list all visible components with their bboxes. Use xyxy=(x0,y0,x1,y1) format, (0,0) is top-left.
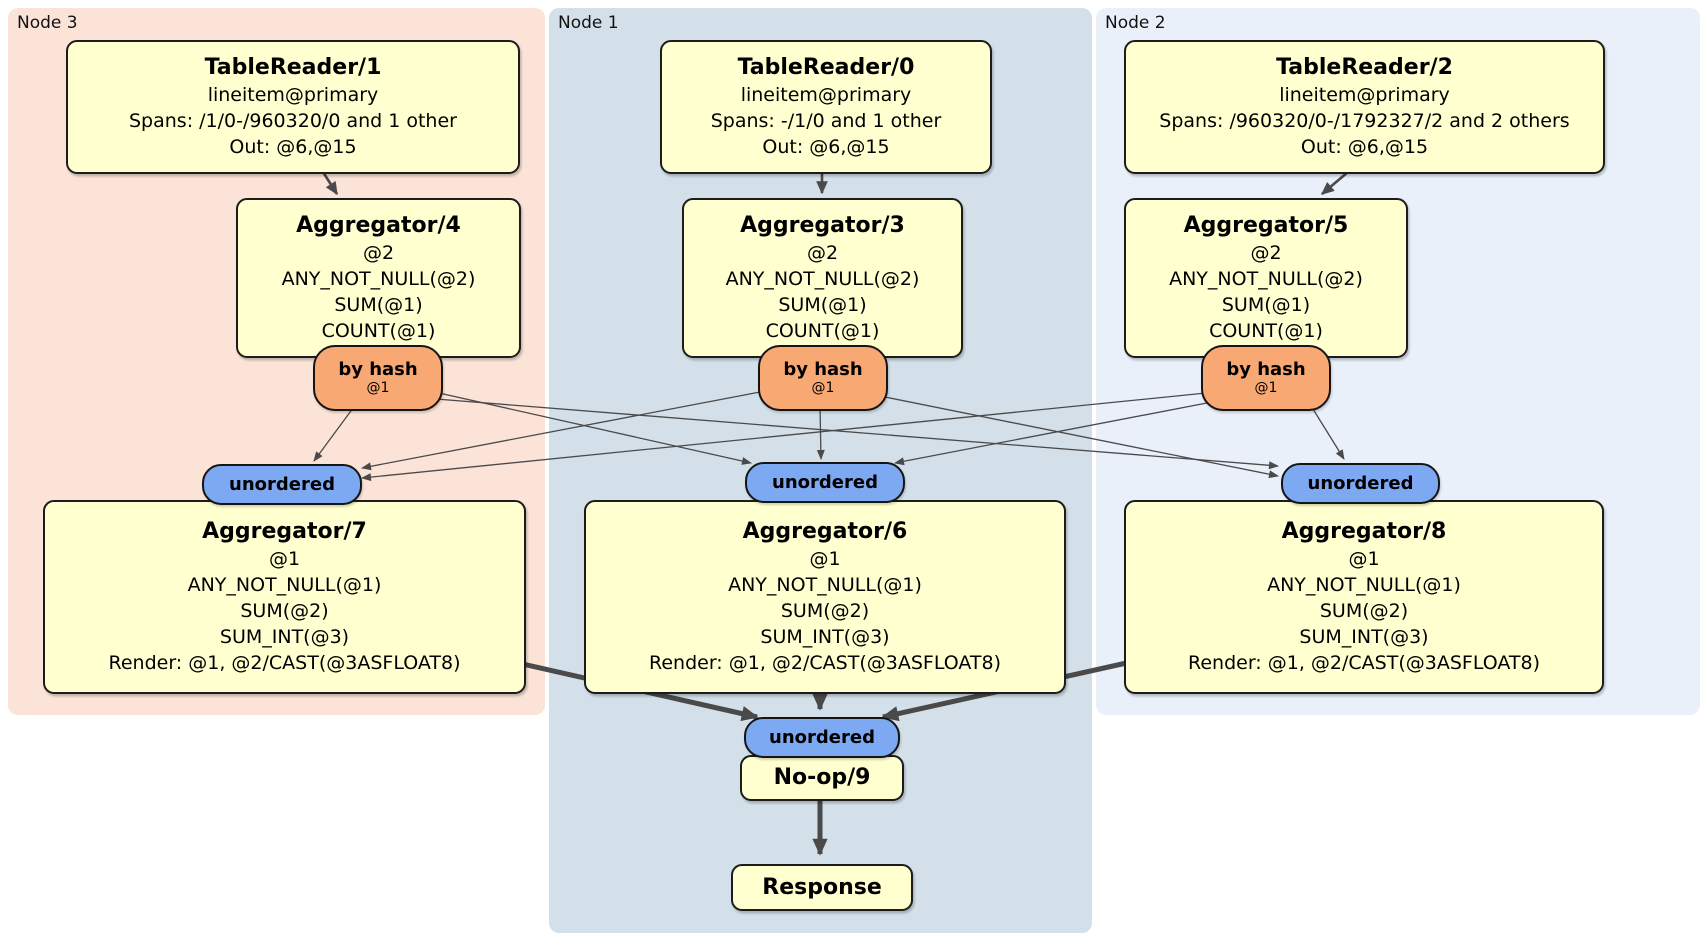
box-title: Response xyxy=(762,874,882,900)
box-line: Out: @6,@15 xyxy=(762,136,890,158)
node-region-label-1: Node 1 xyxy=(558,13,619,33)
edge-hash2-u1 xyxy=(894,401,1213,466)
box-title: Aggregator/4 xyxy=(296,213,461,238)
node-region-label-2: Node 2 xyxy=(1105,13,1166,33)
box-line: @1 xyxy=(268,548,301,570)
edge-tr1-agg4 xyxy=(321,171,339,196)
box-line: ANY_NOT_NULL(@2) xyxy=(281,268,476,290)
badge-by-hash-node2: by hash @1 xyxy=(1201,345,1331,411)
box-title: Aggregator/3 xyxy=(740,213,905,238)
edge-tr2-agg5 xyxy=(1321,171,1349,195)
box-aggregator-8: Aggregator/8 @1 ANY_NOT_NULL(@1) SUM(@2)… xyxy=(1124,500,1604,694)
box-title: Aggregator/7 xyxy=(202,519,367,544)
edge-hash1-u2 xyxy=(879,395,1279,479)
box-aggregator-7: Aggregator/7 @1 ANY_NOT_NULL(@1) SUM(@2)… xyxy=(43,500,526,694)
box-tablereader-1: TableReader/1 lineitem@primary Spans: /1… xyxy=(66,40,520,174)
edge-hash1-u3 xyxy=(361,391,761,471)
edge-hash3-u3 xyxy=(313,403,357,462)
edge-hash1-u1 xyxy=(816,405,825,460)
box-noop-9: No-op/9 xyxy=(740,755,904,801)
box-line: lineitem@primary xyxy=(207,84,379,106)
edge-hash2-u3 xyxy=(361,392,1207,482)
box-line: Spans: /960320/0-/1792327/2 and 2 others xyxy=(1159,110,1570,132)
box-line: SUM(@1) xyxy=(334,294,423,316)
box-line: @2 xyxy=(1250,242,1282,264)
box-line: ANY_NOT_NULL(@1) xyxy=(187,574,382,596)
box-line: Render: @1, @2/CAST(@3ASFLOAT8) xyxy=(1188,652,1540,674)
box-tablereader-2: TableReader/2 lineitem@primary Spans: /9… xyxy=(1124,40,1605,174)
box-title: Aggregator/6 xyxy=(742,519,908,544)
box-line: @2 xyxy=(806,242,839,264)
badge-label: by hash xyxy=(338,359,418,380)
box-line: Render: @1, @2/CAST(@3ASFLOAT8) xyxy=(108,652,461,674)
badge-label: unordered xyxy=(1307,473,1414,494)
badge-label: unordered xyxy=(772,472,878,493)
box-line: SUM(@1) xyxy=(778,294,867,316)
box-line: SUM(@2) xyxy=(780,600,870,622)
box-line: COUNT(@1) xyxy=(765,320,880,342)
box-line: @1 xyxy=(1348,548,1380,570)
box-line: ANY_NOT_NULL(@1) xyxy=(1267,574,1461,596)
box-line: COUNT(@1) xyxy=(1209,320,1323,342)
box-line: lineitem@primary xyxy=(740,84,912,106)
box-line: @1 xyxy=(809,548,841,570)
badge-label: by hash xyxy=(783,359,863,380)
box-line: lineitem@primary xyxy=(1279,84,1450,106)
box-line: ANY_NOT_NULL(@2) xyxy=(725,268,920,290)
badge-label: unordered xyxy=(769,727,875,748)
box-aggregator-4: Aggregator/4 @2 ANY_NOT_NULL(@2) SUM(@1)… xyxy=(236,198,521,358)
box-line: ANY_NOT_NULL(@2) xyxy=(1169,268,1363,290)
badge-unordered-node2: unordered xyxy=(1281,463,1440,504)
badge-label: by hash xyxy=(1226,359,1306,380)
box-line: Spans: -/1/0 and 1 other xyxy=(710,110,942,132)
box-title: No-op/9 xyxy=(773,765,871,790)
box-line: Render: @1, @2/CAST(@3ASFLOAT8) xyxy=(649,652,1001,674)
box-line: SUM_INT(@3) xyxy=(219,626,350,648)
box-line: SUM_INT(@3) xyxy=(1299,626,1429,648)
box-aggregator-6: Aggregator/6 @1 ANY_NOT_NULL(@1) SUM(@2)… xyxy=(584,500,1066,694)
box-line: Out: @6,@15 xyxy=(1300,136,1429,158)
box-line: SUM_INT(@3) xyxy=(760,626,890,648)
badge-by-hash-node3: by hash @1 xyxy=(313,345,443,411)
box-aggregator-5: Aggregator/5 @2 ANY_NOT_NULL(@2) SUM(@1)… xyxy=(1124,198,1408,358)
box-title: TableReader/2 xyxy=(1276,55,1453,80)
badge-label: unordered xyxy=(229,474,335,495)
badge-by-hash-node1: by hash @1 xyxy=(758,345,888,411)
box-line: ANY_NOT_NULL(@1) xyxy=(728,574,922,596)
badge-detail: @1 xyxy=(366,380,390,396)
badge-unordered-final: unordered xyxy=(744,717,900,758)
box-title: Aggregator/8 xyxy=(1281,519,1447,544)
box-line: SUM(@1) xyxy=(1221,294,1311,316)
box-title: Aggregator/5 xyxy=(1183,213,1349,238)
box-response: Response xyxy=(731,864,913,911)
box-title: TableReader/0 xyxy=(737,55,915,80)
box-title: TableReader/1 xyxy=(204,55,382,80)
box-line: SUM(@2) xyxy=(1319,600,1409,622)
box-line: @2 xyxy=(362,242,395,264)
badge-detail: @1 xyxy=(811,380,835,396)
badge-detail: @1 xyxy=(1254,380,1278,396)
edge-hash2-u2 xyxy=(1307,400,1345,460)
box-aggregator-3: Aggregator/3 @2 ANY_NOT_NULL(@2) SUM(@1)… xyxy=(682,198,963,358)
box-line: COUNT(@1) xyxy=(321,320,436,342)
box-tablereader-0: TableReader/0 lineitem@primary Spans: -/… xyxy=(660,40,992,174)
badge-unordered-node3: unordered xyxy=(202,464,362,505)
box-line: Out: @6,@15 xyxy=(229,136,357,158)
node-region-label-3: Node 3 xyxy=(17,13,78,33)
badge-unordered-node1: unordered xyxy=(745,462,905,503)
edge-hash3-u2 xyxy=(435,398,1279,470)
box-line: SUM(@2) xyxy=(240,600,329,622)
box-line: Spans: /1/0-/960320/0 and 1 other xyxy=(129,110,457,132)
